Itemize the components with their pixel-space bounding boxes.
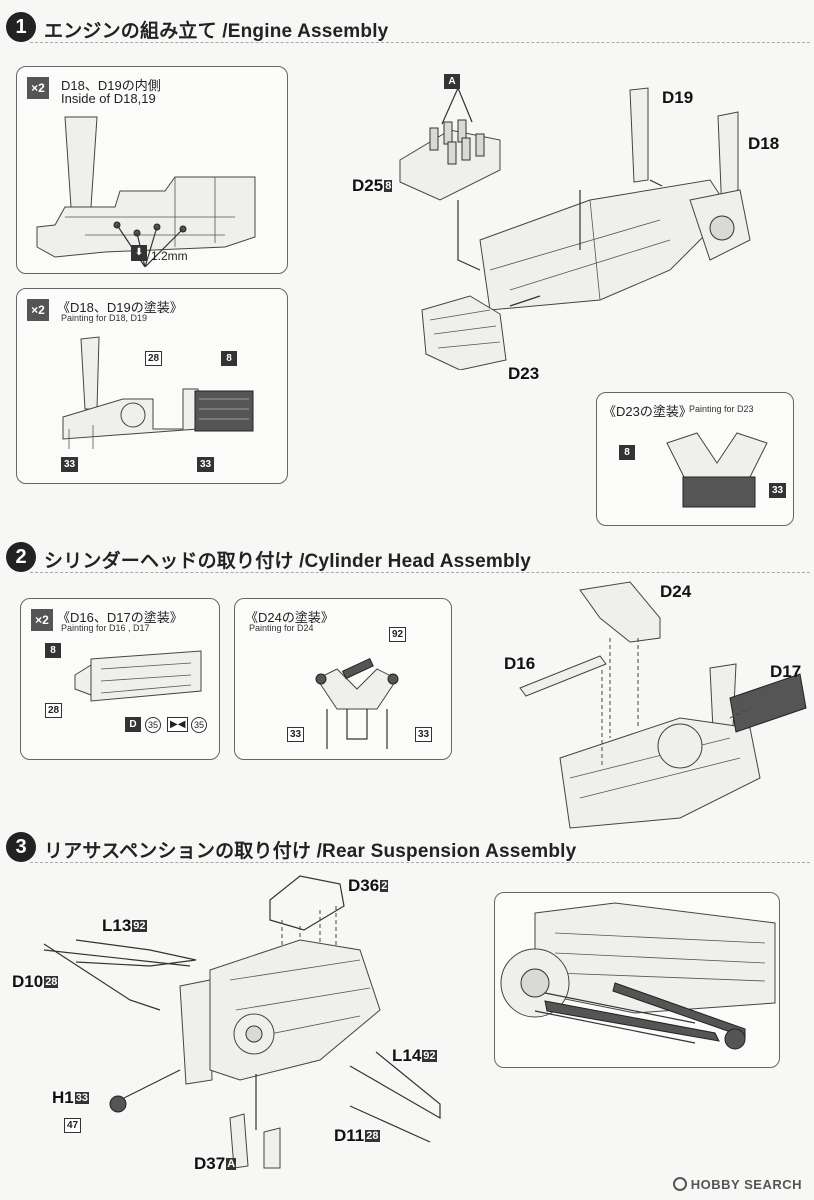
painting-part-drawing [62,336,254,449]
decal-35-b: 35 [191,717,207,733]
drill-size: 1.2mm [151,249,188,263]
paint-tag-28: 28 [145,351,163,366]
paint-tag-33-right: 33 [415,727,433,742]
paint-tag-8: 8 [45,643,61,658]
paint-code: 2 [380,880,389,892]
paint-tag-33-right: 33 [197,457,215,472]
panel-title-jp: 《D24の塗装》 [245,610,334,625]
quantity-badge: ×2 [31,609,53,631]
suspension-detail-panel [494,892,780,1068]
d23-painting-drawing [666,432,768,508]
panel-title-en: Painting for D18, D19 [61,313,148,323]
painting-d24-panel: 《D24の塗装》 Painting for D24 92 33 33 [234,598,452,760]
step-title: リアサスペンションの取り付け /Rear Suspension Assembly [44,841,577,862]
paint-tag-33: 33 [769,483,787,498]
part-label-d24: D24 [660,582,692,601]
step-1-header: 1 エンジンの組み立て /Engine Assembly [0,6,814,46]
painting-d23-panel: 《D23の塗装》 Painting for D23 8 33 [596,392,794,526]
paint-code: 28 [365,1130,380,1142]
paint-tag-47: 47 [64,1118,82,1133]
drill-icon: ⬇ [131,245,147,261]
part-label-d23: D23 [508,364,540,383]
step-number: 2 [6,542,36,572]
part-name: D36 [348,876,380,895]
divider [30,42,810,43]
part-name: D25 [352,176,384,195]
paint-tag-92: 92 [389,627,407,642]
suspension-detail-drawing [500,902,776,1050]
paint-tag-8: 8 [619,445,635,460]
panel-title-en: Painting for D23 [689,404,754,414]
paint-code: 92 [132,920,147,932]
watermark-text: HOBBY SEARCH [690,1177,802,1192]
part-name: H1 [52,1088,74,1107]
paint-tag-8: 8 [221,351,237,366]
step-3-header: 3 リアサスペンションの取り付け /Rear Suspension Assemb… [0,826,814,866]
d24-painting-drawing [315,657,399,749]
step-2-header: 2 シリンダーヘッドの取り付け /Cylinder Head Assembly [0,536,814,576]
watermark: HOBBY SEARCH [672,1177,802,1192]
rear-suspension-assembly-drawing [43,875,441,1169]
label-a-tag: A [444,74,460,89]
decal-split-icon: ▶◀ [167,717,189,732]
painting-d18-d19-panel: ×2 《D18、D19の塗装》 Painting for D18, D19 28… [16,288,288,484]
step-number: 3 [6,832,36,862]
paint-code: 8 [384,180,393,192]
step-title: シリンダーヘッドの取り付け /Cylinder Head Assembly [44,551,532,572]
engine-assembly-drawing [399,87,751,370]
panel-title-en: Painting for D24 [249,623,314,633]
inside-part-drawing [36,116,256,267]
divider [30,862,810,863]
paint-tag-33-left: 33 [287,727,305,742]
painting-d16-d17-panel: ×2 《D16、D17の塗装》 Painting for D16 , D17 8… [20,598,220,760]
panel-title-jp: 《D18、D19の塗装》 [57,300,183,315]
part-name: D10 [12,972,44,991]
panel-title-jp: 《D16、D17の塗装》 [57,610,183,625]
part-label-d18: D18 [748,134,780,153]
quantity-badge: ×2 [27,77,49,99]
panel-title-en: Painting for D16 , D17 [61,623,150,633]
step-number: 1 [6,12,36,42]
d16-d17-painting-drawing [74,650,202,702]
decal-d-tag: D [125,717,141,732]
panel-title-jp: 《D23の塗装》 [603,404,692,419]
paint-code: A [226,1158,237,1170]
part-name: L14 [392,1046,422,1065]
inside-d18-d19-panel: ×2 D18、D19の内側 Inside of D18,19 ⬇ 1.2mm [16,66,288,274]
decal-35-a: 35 [145,717,161,733]
cylinder-head-assembly-drawing [519,581,807,829]
part-label-d16: D16 [504,654,536,673]
divider [30,572,810,573]
paint-tag-28: 28 [45,703,63,718]
part-name: L13 [102,916,132,935]
paint-tag-33-left: 33 [61,457,79,472]
paint-code: 92 [422,1050,437,1062]
step-title: エンジンの組み立て /Engine Assembly [44,21,389,42]
logo-icon [672,1177,687,1191]
part-label-d17: D17 [770,662,802,681]
part-name: D37 [194,1154,226,1173]
part-label-d19: D19 [662,88,694,107]
paint-code: 33 [74,1092,89,1104]
paint-code: 28 [44,976,59,988]
panel-title-en: Inside of D18,19 [61,91,156,106]
quantity-badge: ×2 [27,299,49,321]
part-name: D11 [334,1126,365,1145]
panel-title-jp: D18、D19の内側 [61,78,161,93]
